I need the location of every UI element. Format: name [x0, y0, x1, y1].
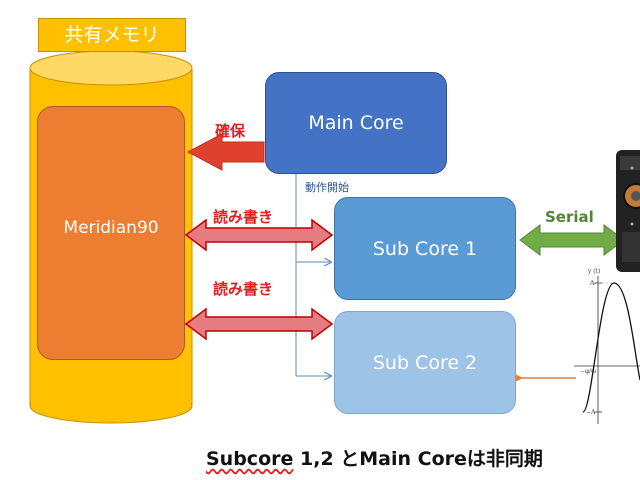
sub-core-2-box: Sub Core 2	[334, 311, 516, 414]
plot-y-top: A	[590, 280, 595, 287]
meridian90-label: Meridian90	[63, 218, 159, 238]
read-write-arrow-2	[184, 307, 334, 341]
async-caption-rest: 1,2 とMain Coreは非同期	[293, 448, 543, 470]
allocate-arrow	[186, 133, 265, 171]
main-core-box: Main Core	[265, 72, 447, 174]
meridian90-box	[37, 106, 185, 360]
async-caption-subcore: Subcore	[206, 448, 294, 470]
plot-x-mark: −φ/ω	[580, 368, 597, 375]
sub-core-1-box: Sub Core 1	[334, 197, 516, 300]
plot-y-label: y (t)	[588, 268, 601, 275]
read-write-label-2: 読み書き	[213, 280, 274, 298]
allocate-label: 確保	[215, 122, 246, 140]
read-write-label-1: 読み書き	[213, 208, 274, 226]
plot-y-bottom: −A	[586, 409, 596, 416]
shared-memory-label: 共有メモリ	[38, 18, 186, 52]
start-signal-lines	[295, 174, 330, 376]
async-caption: Subcore 1,2 とMain Coreは非同期	[206, 444, 543, 471]
sine-wave-plot	[574, 276, 640, 424]
serial-label: Serial	[545, 208, 594, 226]
sub-core-1-label: Sub Core 1	[372, 237, 478, 260]
main-core-label: Main Core	[308, 112, 404, 134]
sub-core-2-label: Sub Core 2	[372, 351, 478, 374]
serial-arrow	[519, 224, 625, 256]
start-operation-label: 動作開始	[305, 181, 349, 194]
read-write-arrow-1	[184, 218, 334, 252]
servo-motor-image	[616, 150, 640, 272]
